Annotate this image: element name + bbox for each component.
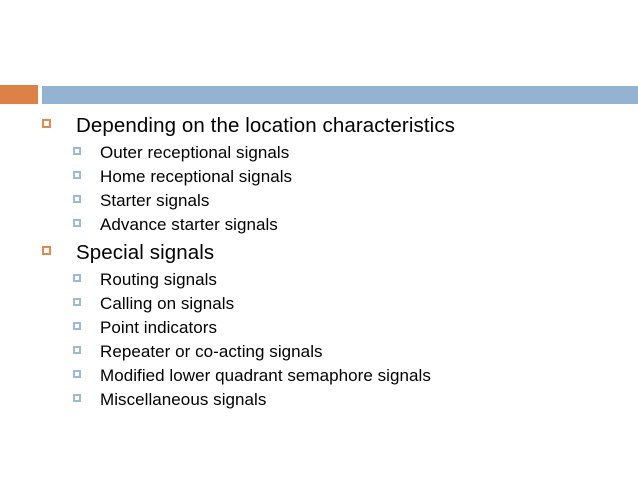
hollow-square-blue-icon <box>73 195 81 203</box>
hollow-square-blue-icon <box>73 370 81 378</box>
hollow-square-blue-icon <box>73 171 81 179</box>
list-item-label: Special signals <box>76 241 215 264</box>
list-item-label: Home receptional signals <box>100 167 293 186</box>
orange-accent-block <box>0 85 38 104</box>
slide-header-decoration <box>0 85 638 104</box>
list-item[interactable]: Repeater or co-acting signals <box>0 340 638 364</box>
list-item[interactable]: Modified lower quadrant semaphore signal… <box>0 364 638 388</box>
hollow-square-blue-icon <box>73 346 81 354</box>
list-item-label: Point indicators <box>100 318 218 337</box>
list-item-label: Outer receptional signals <box>100 143 290 162</box>
hollow-square-blue-icon <box>73 274 81 282</box>
list-item-label: Modified lower quadrant semaphore signal… <box>100 366 431 385</box>
list-item-label: Depending on the location characteristic… <box>76 114 456 137</box>
list-item-label: Starter signals <box>100 191 210 210</box>
blue-header-bar <box>42 86 638 104</box>
list-item[interactable]: Calling on signals <box>0 292 638 316</box>
list-item[interactable]: Starter signals <box>0 189 638 213</box>
list-item[interactable]: Miscellaneous signals <box>0 388 638 412</box>
list-item-label: Miscellaneous signals <box>100 390 267 409</box>
list-item-label: Advance starter signals <box>100 215 278 234</box>
list-item[interactable]: Routing signals <box>0 268 638 292</box>
hollow-square-blue-icon <box>73 219 81 227</box>
list-item-label: Repeater or co-acting signals <box>100 342 323 361</box>
bullet-list: Depending on the location characteristic… <box>0 110 638 412</box>
list-item[interactable]: Home receptional signals <box>0 165 638 189</box>
list-item[interactable]: Special signals <box>0 237 638 268</box>
list-item[interactable]: Point indicators <box>0 316 638 340</box>
hollow-square-blue-icon <box>73 298 81 306</box>
list-item[interactable]: Outer receptional signals <box>0 141 638 165</box>
hollow-square-blue-icon <box>73 322 81 330</box>
list-item[interactable]: Depending on the location characteristic… <box>0 110 638 141</box>
hollow-square-blue-icon <box>73 147 81 155</box>
list-item-label: Routing signals <box>100 270 217 289</box>
hollow-square-blue-icon <box>73 394 81 402</box>
list-item[interactable]: Advance starter signals <box>0 213 638 237</box>
list-item-label: Calling on signals <box>100 294 235 313</box>
hollow-square-orange-icon <box>42 246 51 255</box>
hollow-square-orange-icon <box>42 119 51 128</box>
